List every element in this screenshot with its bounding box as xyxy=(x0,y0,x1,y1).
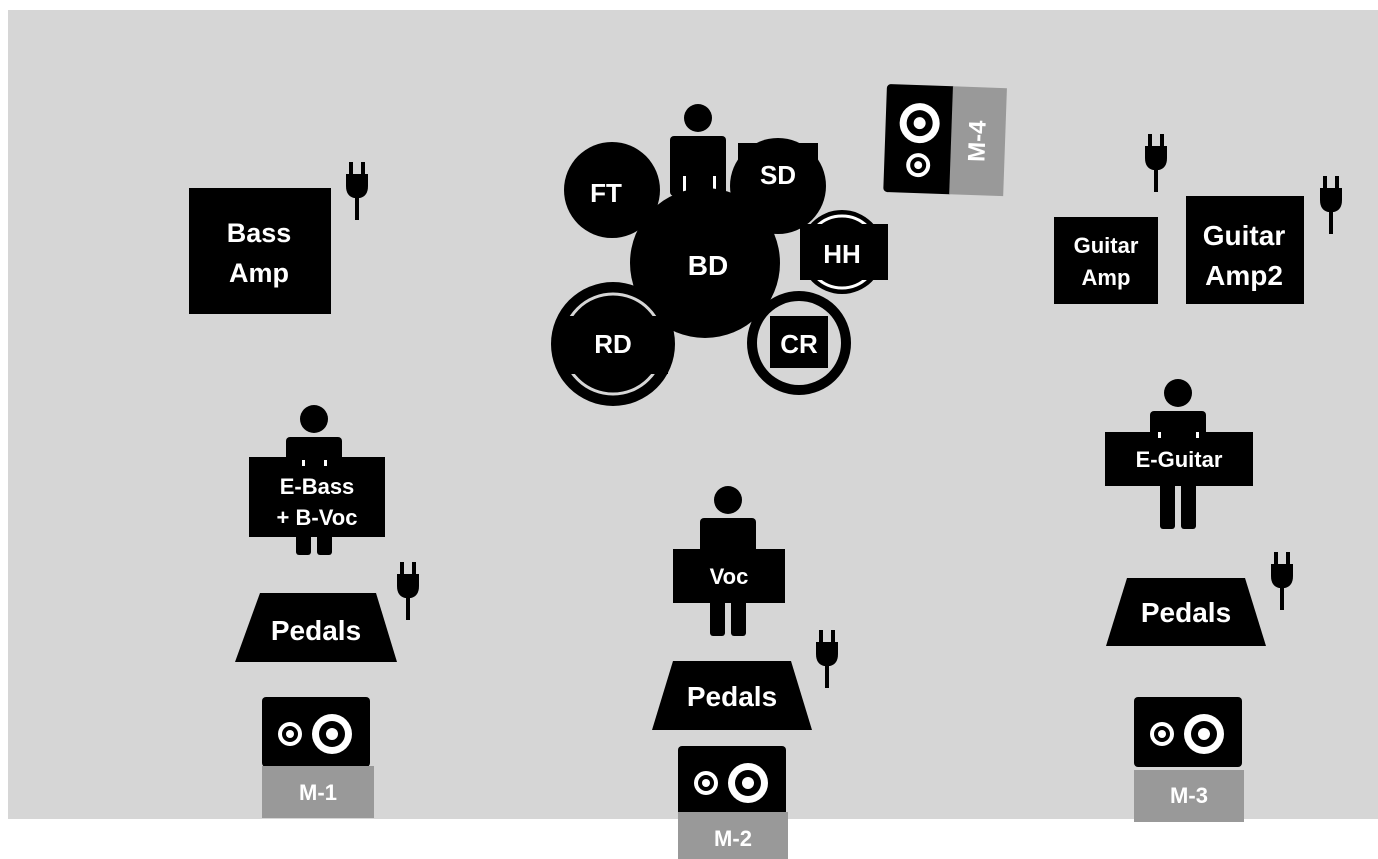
pedals-left: Pedals xyxy=(235,593,397,662)
guitar-amp-2: Guitar Amp2 xyxy=(1186,196,1304,304)
monitor-m4-label: M-4 xyxy=(963,119,991,162)
snare-drum-label: SD xyxy=(760,160,796,190)
bass-drum: BD xyxy=(630,188,780,338)
bass-drum-label: BD xyxy=(688,250,728,281)
pedals-right: Pedals xyxy=(1106,578,1266,646)
monitor-m2-label: M-2 xyxy=(714,826,752,851)
pedals-right-label: Pedals xyxy=(1141,597,1231,628)
monitor-m4: M-4 xyxy=(883,84,1007,197)
bass-player-line2: + B-Voc xyxy=(277,505,358,530)
monitor-m1-label: M-1 xyxy=(299,780,337,805)
guitar-amp-line2: Amp xyxy=(1082,265,1131,290)
snare-drum: SD xyxy=(730,138,826,234)
ride-cymbal: RD xyxy=(551,282,675,406)
bass-player-line1: E-Bass xyxy=(280,474,355,499)
floor-tom: FT xyxy=(564,142,660,238)
monitor-m1: M-1 xyxy=(262,697,374,818)
pedals-left-label: Pedals xyxy=(271,615,361,646)
guitarist-label: E-Guitar xyxy=(1136,447,1223,472)
drum-kit: FT SD BD HH RD CR xyxy=(551,104,888,406)
bass-amp: Bass Amp xyxy=(189,188,331,314)
pedals-center: Pedals xyxy=(652,661,812,730)
hi-hat: HH xyxy=(800,210,888,294)
guitar-amp-line1: Guitar xyxy=(1074,233,1139,258)
bass-player: E-Bass + B-Voc xyxy=(249,405,385,555)
crash-cymbal-label: CR xyxy=(780,329,818,359)
floor-tom-label: FT xyxy=(590,178,622,208)
monitor-m3-speaker-wedge-icon xyxy=(1134,697,1242,767)
monitor-m2: M-2 xyxy=(678,746,788,859)
guitar-amp: Guitar Amp xyxy=(1054,217,1158,304)
crash-cymbal: CR xyxy=(747,291,851,395)
vocalist-label: Voc xyxy=(710,564,749,589)
vocalist: Voc xyxy=(673,486,785,636)
monitor-m2-speaker-wedge-icon xyxy=(678,746,786,816)
pedals-center-label: Pedals xyxy=(687,681,777,712)
hi-hat-label: HH xyxy=(823,239,861,269)
guitarist: E-Guitar xyxy=(1105,379,1253,529)
guitar-amp-2-line1: Guitar xyxy=(1203,220,1286,251)
bass-amp-line1: Bass xyxy=(227,218,292,248)
monitor-m1-speaker-wedge-icon xyxy=(262,697,370,767)
monitor-m3: M-3 xyxy=(1134,697,1244,822)
monitor-m3-label: M-3 xyxy=(1170,783,1208,808)
bass-amp-line2: Amp xyxy=(229,258,289,288)
guitar-amp-2-line2: Amp2 xyxy=(1205,260,1283,291)
ride-cymbal-label: RD xyxy=(594,329,632,359)
